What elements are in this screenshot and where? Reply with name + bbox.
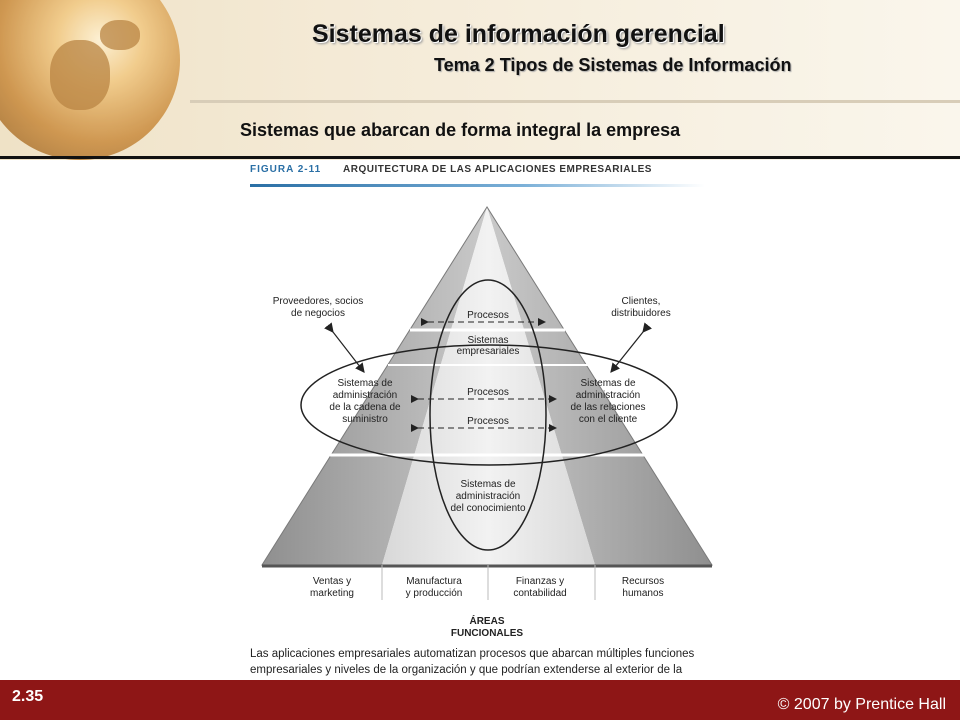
figure-title-rule [250,184,705,187]
globe-land-shape [100,20,140,50]
process-label: Procesos [467,387,509,398]
slide-title: Sistemas de información gerencial [312,20,725,48]
slide-number: 2.35 [12,688,44,705]
process-label: Procesos [467,416,509,427]
vertical-integration-ellipse [429,279,547,551]
slide-header: Sistemas de información gerencial Tema 2… [0,0,960,160]
copyright-notice: © 2007 by Prentice Hall [777,696,946,713]
slide-footer: 2.35 © 2007 by Prentice Hall [0,680,960,720]
external-customers-label: Clientes,distribuidores [611,296,670,319]
globe-land-shape [50,40,110,110]
customer-link-arrow [610,322,652,373]
slide-heading: Sistemas que abarcan de forma integral l… [240,120,681,140]
figure-title: ARQUITECTURA DE LAS APLICACIONES EMPRESA… [343,164,652,175]
slide-subtitle: Tema 2 Tipos de Sistemas de Información [434,55,792,75]
title-underline [190,100,960,103]
horizontal-integration-ellipse [300,344,678,466]
supplier-link-arrow [324,322,365,373]
process-label: Procesos [467,310,509,321]
figure-number: FIGURA 2-11 [250,164,322,175]
header-divider [0,156,960,159]
